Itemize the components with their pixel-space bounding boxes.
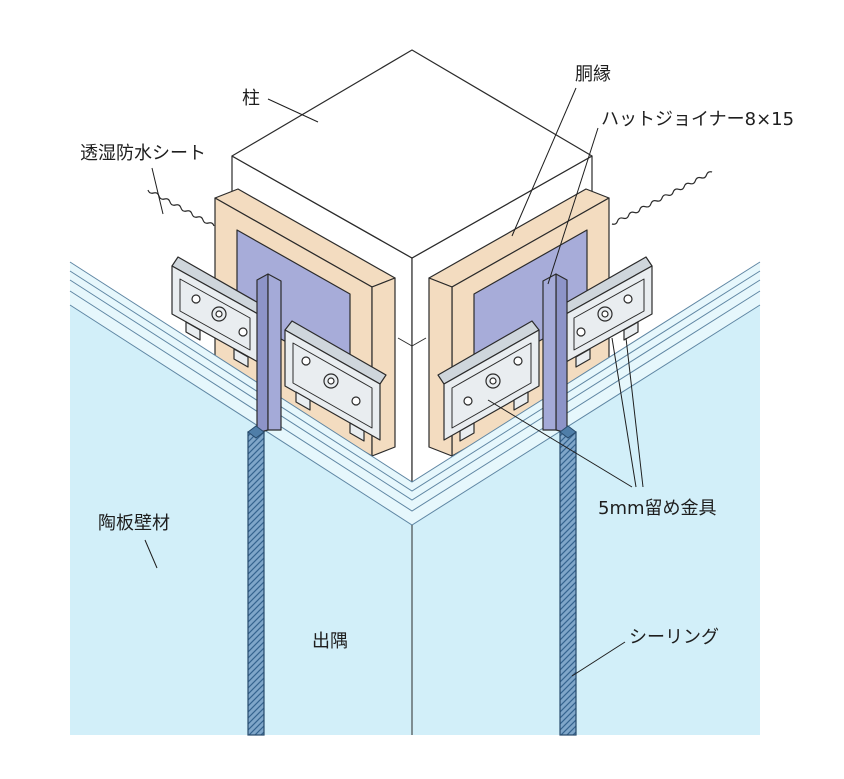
bracket-bolt-center [601, 310, 609, 318]
furring-strip-label: 胴縁 [575, 64, 611, 85]
fastener-leader-line [611, 337, 637, 488]
fastener-leader-line [625, 337, 644, 488]
bracket-clip [233, 348, 249, 368]
membrane-sheet-right [611, 171, 713, 225]
hat-joiner-leader-line [547, 127, 599, 285]
panel-edge-line [69, 261, 761, 483]
panel-edge-line [69, 279, 761, 501]
fastener-bracket-right-outer [561, 256, 653, 368]
membrane-sheet-left [147, 189, 215, 227]
bracket-hole [351, 396, 361, 406]
labels: 柱 胴縁 ハットジョイナー8×15 透湿防水シート 陶板壁材 5mm留め金具 出… [80, 64, 794, 652]
bracket-bolt-center [327, 377, 335, 385]
leader-lines [144, 87, 644, 677]
hat-joiner-left-face [256, 273, 269, 434]
hat-joiner-left-flange [267, 273, 282, 431]
bracket-emboss [573, 278, 645, 351]
hat-joiner-left [256, 273, 282, 434]
sealant-cap-left [247, 425, 265, 439]
bracket-emboss [451, 342, 532, 429]
fastener-label: 5mm留め金具 [598, 498, 717, 519]
bracket-hole [576, 327, 586, 337]
panel-edge-line [69, 290, 761, 512]
bracket-clip [295, 391, 311, 411]
column-base-edge [397, 337, 427, 347]
hat-joiner-label: ハットジョイナー8×15 [601, 109, 794, 130]
bracket-clip [575, 348, 591, 368]
bracket-hole [301, 356, 311, 366]
membrane-sheet-leader-line [151, 167, 164, 215]
furring-strip-leader-line [511, 87, 577, 237]
bracket-clip [623, 321, 639, 341]
bracket-emboss [179, 278, 251, 351]
ceramic-siding-panels [69, 261, 761, 735]
bracket-clip [185, 321, 201, 341]
bracket-hole [623, 294, 633, 304]
panel-left-face [70, 305, 412, 735]
sealant-cap-right [559, 425, 577, 439]
sealant-strip-left [247, 431, 265, 736]
column-label: 柱 [242, 88, 260, 109]
bracket-hole [513, 356, 523, 366]
panel-left-top-edge [70, 262, 412, 525]
fastener-leader-line [487, 399, 633, 488]
column-top-face [231, 49, 593, 259]
fastener-bracket-left-inner [284, 320, 387, 442]
membrane-sheet-label: 透湿防水シート [80, 143, 206, 164]
bracket-bolt-center [489, 377, 497, 385]
sealing-label: シーリング [629, 627, 719, 648]
fastener-bracket-right-inner [437, 320, 540, 442]
panel-edge-line [69, 270, 761, 492]
sealing-leader-line [571, 641, 626, 677]
panel-right-face [412, 305, 760, 735]
hat-joiner-right-flange [542, 273, 557, 431]
panel-right-top-edge [412, 262, 760, 525]
bracket-hole [238, 327, 248, 337]
ceramic-siding-label: 陶板壁材 [98, 513, 170, 534]
sealant-joint-right [559, 425, 577, 736]
ceramic-siding-leader-line [144, 539, 158, 569]
column-leader-line [267, 98, 319, 123]
bracket-emboss [292, 342, 373, 429]
hat-joiner-right-face [555, 273, 568, 434]
sealant-joint-left [247, 425, 265, 736]
bracket-bolt-center [215, 310, 223, 318]
sealant-strip-right [559, 431, 577, 736]
bracket-clip [459, 422, 475, 442]
bracket-hole [191, 294, 201, 304]
bracket-hole [463, 396, 473, 406]
external-corner-label: 出隅 [312, 631, 348, 652]
bracket-clip [513, 391, 529, 411]
bracket-clip [349, 422, 365, 442]
hat-joiner-right [542, 273, 568, 434]
